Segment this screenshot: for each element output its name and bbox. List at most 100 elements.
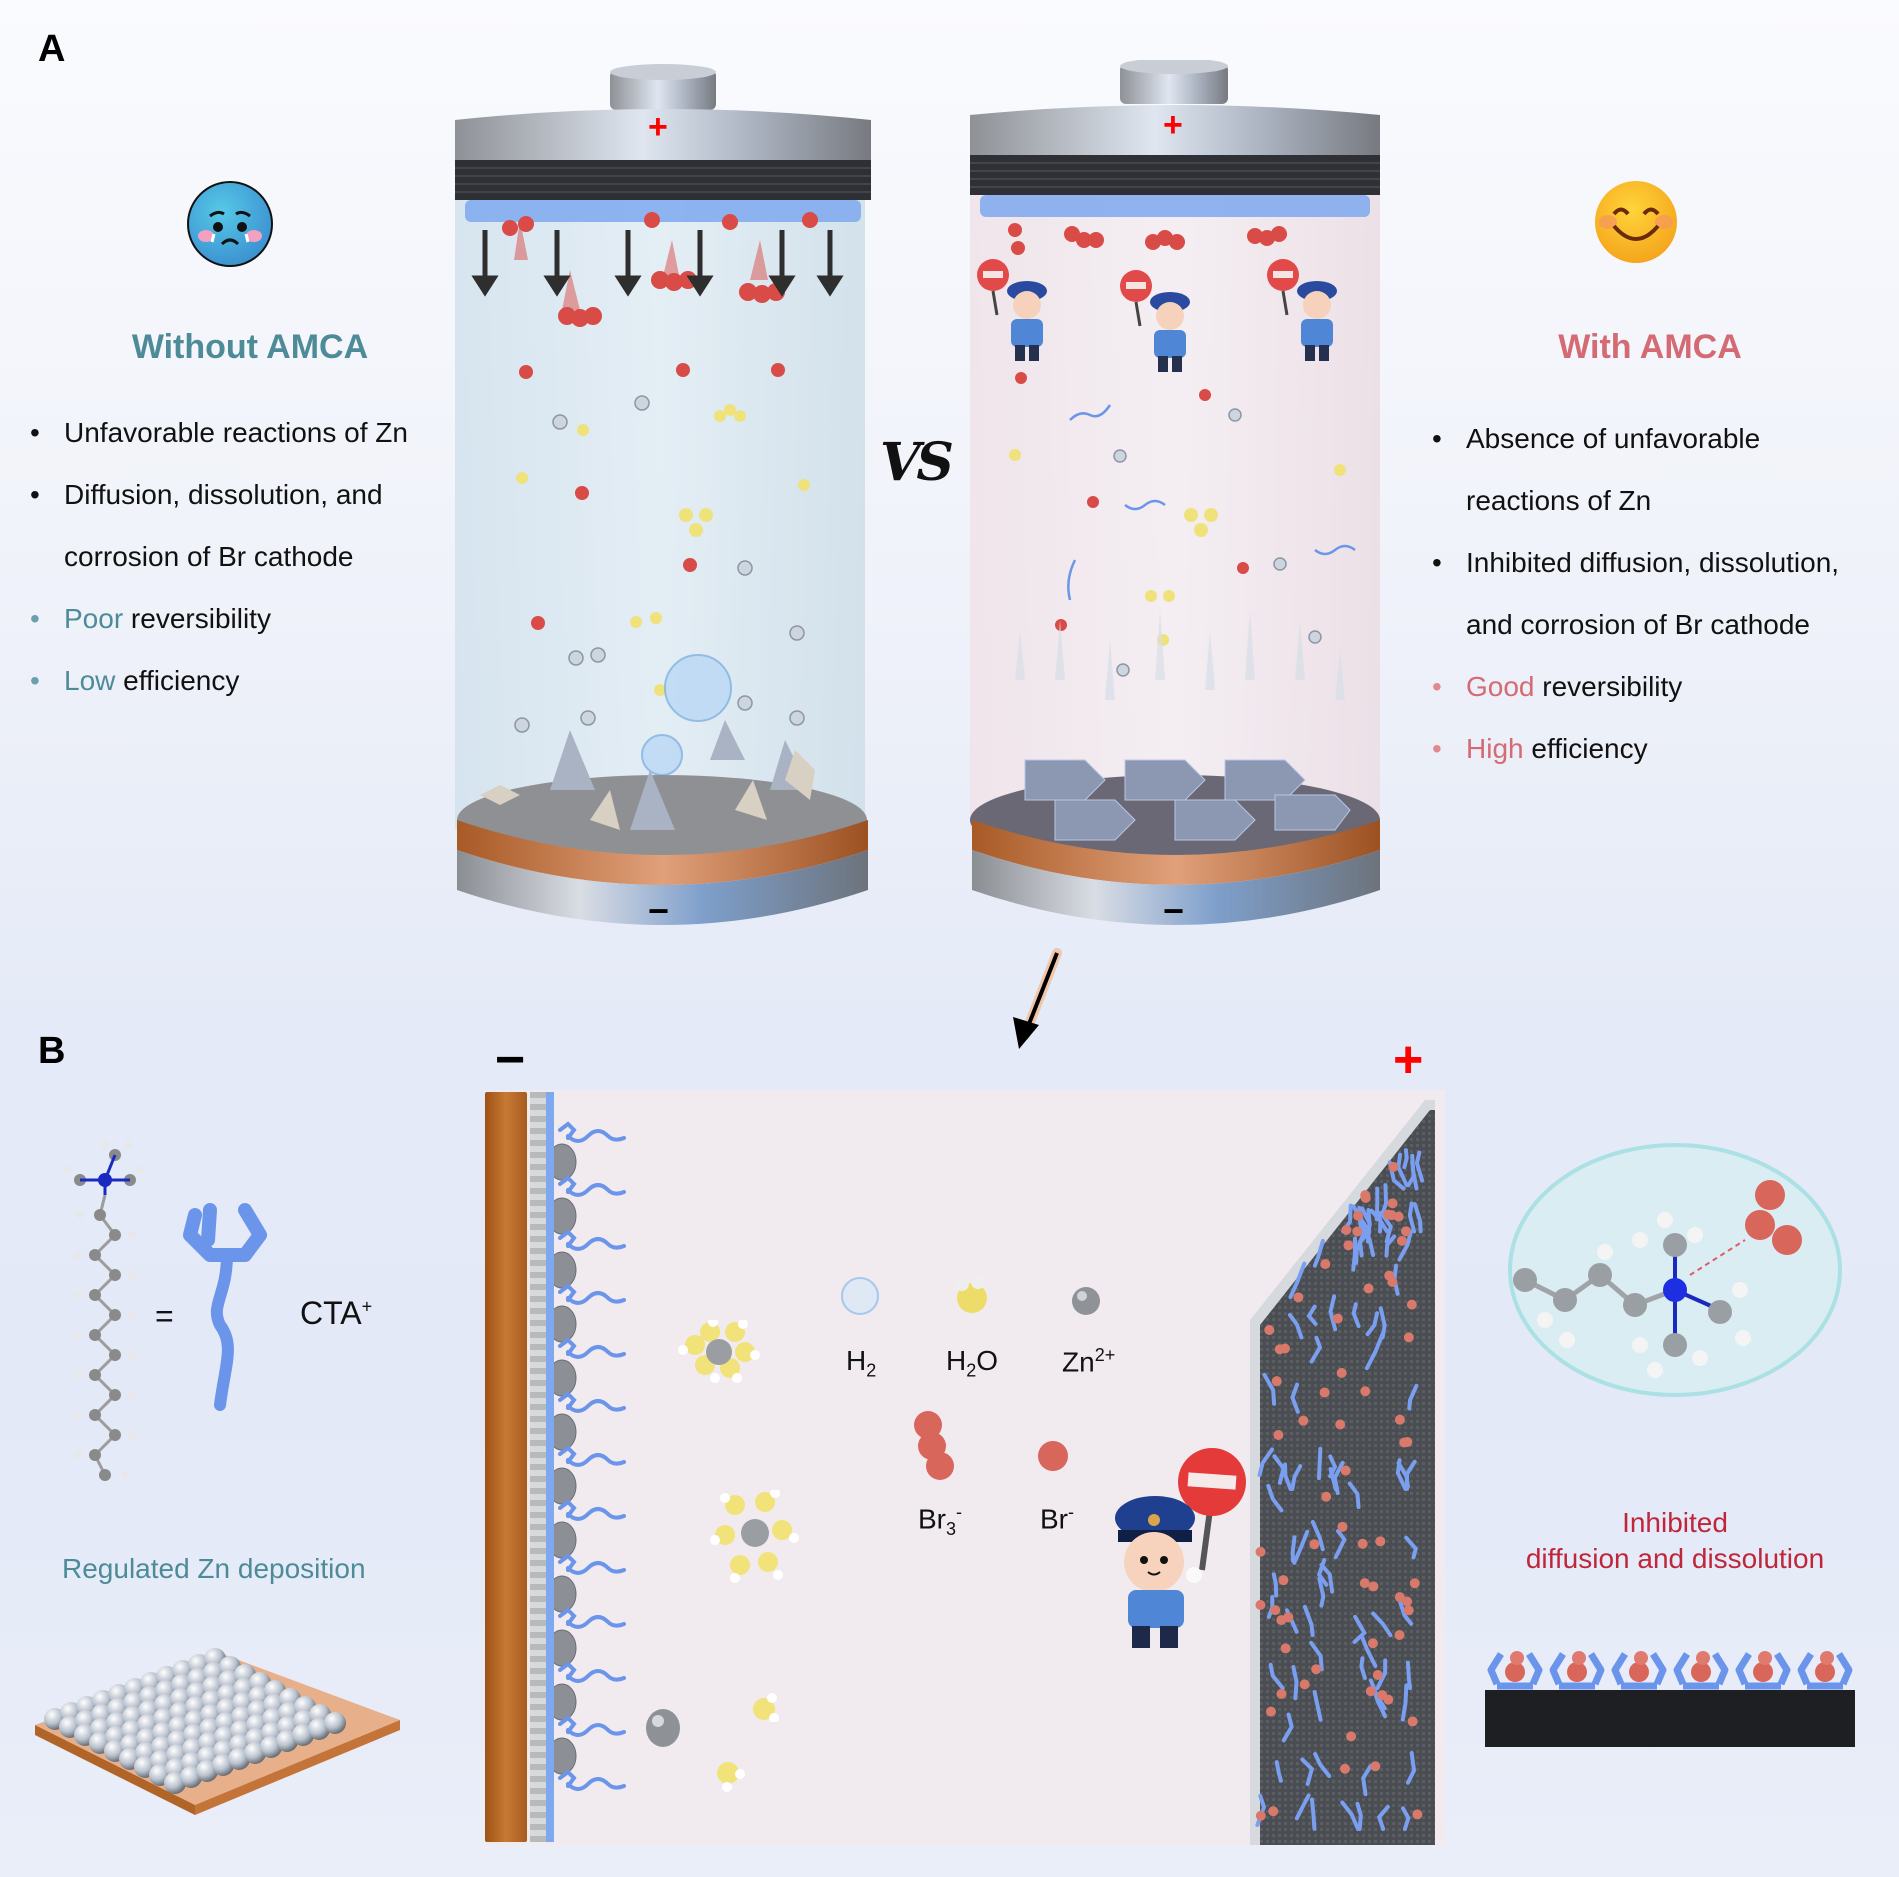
- water-molecule-icon: [750, 1692, 780, 1723]
- bromine-particle: [1758, 1651, 1772, 1665]
- bromine-particle: [1360, 1386, 1371, 1397]
- bromine-particle: [1264, 1324, 1275, 1335]
- list-item: High efficiency: [1432, 718, 1892, 780]
- bromine-particle: [1255, 1810, 1266, 1821]
- cta-chain-icon: [1310, 1519, 1325, 1552]
- tribromide-icon: [1753, 1662, 1773, 1682]
- bromine-particle: [1343, 1240, 1354, 1251]
- bromine-particle: [1363, 1283, 1374, 1294]
- cathode-cross-section: [1485, 1640, 1860, 1750]
- legend-h2-label: H2: [846, 1345, 877, 1381]
- tribromide-icon: [1629, 1662, 1649, 1682]
- solvated-zn-cluster: [710, 1488, 800, 1585]
- cta-chain-icon: [1302, 1604, 1315, 1638]
- cta-chain-icon: [1368, 1678, 1387, 1711]
- bromine-particle: [1278, 1575, 1289, 1586]
- bromine-particle: [1276, 1615, 1287, 1626]
- bromine-particle: [1346, 1731, 1357, 1742]
- bromine-particle: [1393, 1211, 1404, 1222]
- cta-cage-icon: [1673, 1652, 1729, 1690]
- bromine-particle: [1510, 1651, 1524, 1665]
- without-amca-heading: Without AMCA: [131, 328, 369, 366]
- zn-deposit-sphere: [547, 1305, 577, 1343]
- bromine-particle: [1634, 1651, 1648, 1665]
- list-item: Unfavorable reactions of Zn: [30, 402, 450, 464]
- hydrogen-bubble-icon: [840, 1276, 880, 1316]
- bromine-particle: [1268, 1806, 1279, 1817]
- bromine-particle: [1352, 1226, 1363, 1237]
- cta-chain-icon: [1365, 1311, 1380, 1337]
- zn-sphere: [324, 1712, 346, 1734]
- bromine-particle: [1340, 1465, 1351, 1476]
- cta-chain-icon: [1313, 1752, 1332, 1779]
- list-item: Inhibited diffusion, dissolution,and cor…: [1432, 532, 1892, 656]
- battery-right-negative-sign: −: [1163, 890, 1185, 931]
- bromine-particle: [1320, 1259, 1331, 1270]
- cta-chain-icon: [558, 1391, 626, 1413]
- battery-left-positive-sign: +: [648, 108, 668, 146]
- cta-molecule-model: [60, 1140, 150, 1485]
- bromine-cathode: [1230, 1090, 1450, 1845]
- cta-chain-icon: [1412, 1202, 1423, 1234]
- zinc-ion-icon: [1070, 1285, 1102, 1317]
- cta-chain-icon: [1380, 1183, 1389, 1215]
- cta-chain-icon: [558, 1283, 626, 1305]
- bromine-particle: [1280, 1643, 1291, 1654]
- down-arrow-icon: [1005, 945, 1075, 1055]
- bromine-particle: [1400, 1226, 1411, 1237]
- cta-chain-icon: [1319, 1562, 1335, 1594]
- zn-deposit-sphere: [547, 1575, 577, 1613]
- panel-b-letter: B: [38, 1030, 66, 1072]
- bromine-particle: [1402, 1596, 1413, 1607]
- bromine-particle: [1407, 1716, 1418, 1727]
- cta-chain-icon: [1281, 1712, 1294, 1743]
- cta-chain-icon: [1406, 1159, 1416, 1188]
- legend-h2o-label: H2O: [946, 1345, 999, 1381]
- cta-chain-icon: [1274, 1760, 1283, 1783]
- cta-chain-icon: [558, 1445, 626, 1467]
- cta-cage-icon: [1549, 1652, 1605, 1690]
- battery-without-amca: [440, 60, 880, 940]
- bromine-particle: [1353, 1210, 1364, 1221]
- zn-deposit-sphere: [547, 1683, 577, 1721]
- legend-br-label: Br-: [1040, 1502, 1074, 1535]
- copper-current-collector: [485, 1092, 527, 1842]
- cta-chain-icon: [1309, 1335, 1323, 1364]
- bromine-particle: [1265, 1706, 1276, 1717]
- tribromide-icon: [1815, 1662, 1835, 1682]
- bromine-particle: [1359, 1578, 1370, 1589]
- cta-chain-icon: [1266, 1483, 1284, 1513]
- bromine-particle: [1394, 1629, 1405, 1640]
- cta-chain-icon: [1312, 1689, 1323, 1722]
- bromine-particle: [1820, 1651, 1834, 1665]
- cta-cage-icon: [1487, 1652, 1543, 1690]
- zn-deposit-sphere: [547, 1359, 577, 1397]
- cta-chain-icon: [1378, 1306, 1387, 1340]
- crying-face-icon: [186, 180, 274, 268]
- cta-chain-icon: [558, 1121, 626, 1143]
- bromine-particle: [1377, 1690, 1388, 1701]
- cta-chain-icon: [1283, 1462, 1293, 1491]
- bromine-particle: [1394, 1592, 1405, 1603]
- tribromide-icon: [908, 1410, 958, 1480]
- bromine-particle: [1409, 1578, 1420, 1589]
- bromine-particle: [1372, 1669, 1383, 1680]
- bromine-particle: [1298, 1415, 1309, 1426]
- bromine-particle: [1368, 1581, 1379, 1592]
- cta-chain-icon: [1376, 1804, 1390, 1832]
- bromine-particle: [1270, 1605, 1281, 1616]
- with-amca-heading: With AMCA: [1558, 328, 1742, 366]
- cta-chain-icon: [558, 1337, 626, 1359]
- bromine-particle: [1572, 1651, 1586, 1665]
- bromine-particle: [1273, 1429, 1284, 1440]
- bromine-particle: [1360, 1190, 1371, 1201]
- cta-cartoon-icon: [180, 1195, 270, 1425]
- police-officer-icon: [1118, 266, 1198, 376]
- cta-chain-icon: [1317, 1576, 1326, 1608]
- cta-chain-icon: [1400, 1806, 1411, 1832]
- cta-chain-icon: [1290, 1382, 1300, 1414]
- bromine-particle: [1335, 1419, 1346, 1430]
- cta-chain-icon: [1316, 1446, 1323, 1481]
- cta-chain-icon: [558, 1175, 626, 1197]
- bromine-particle: [1299, 1679, 1310, 1690]
